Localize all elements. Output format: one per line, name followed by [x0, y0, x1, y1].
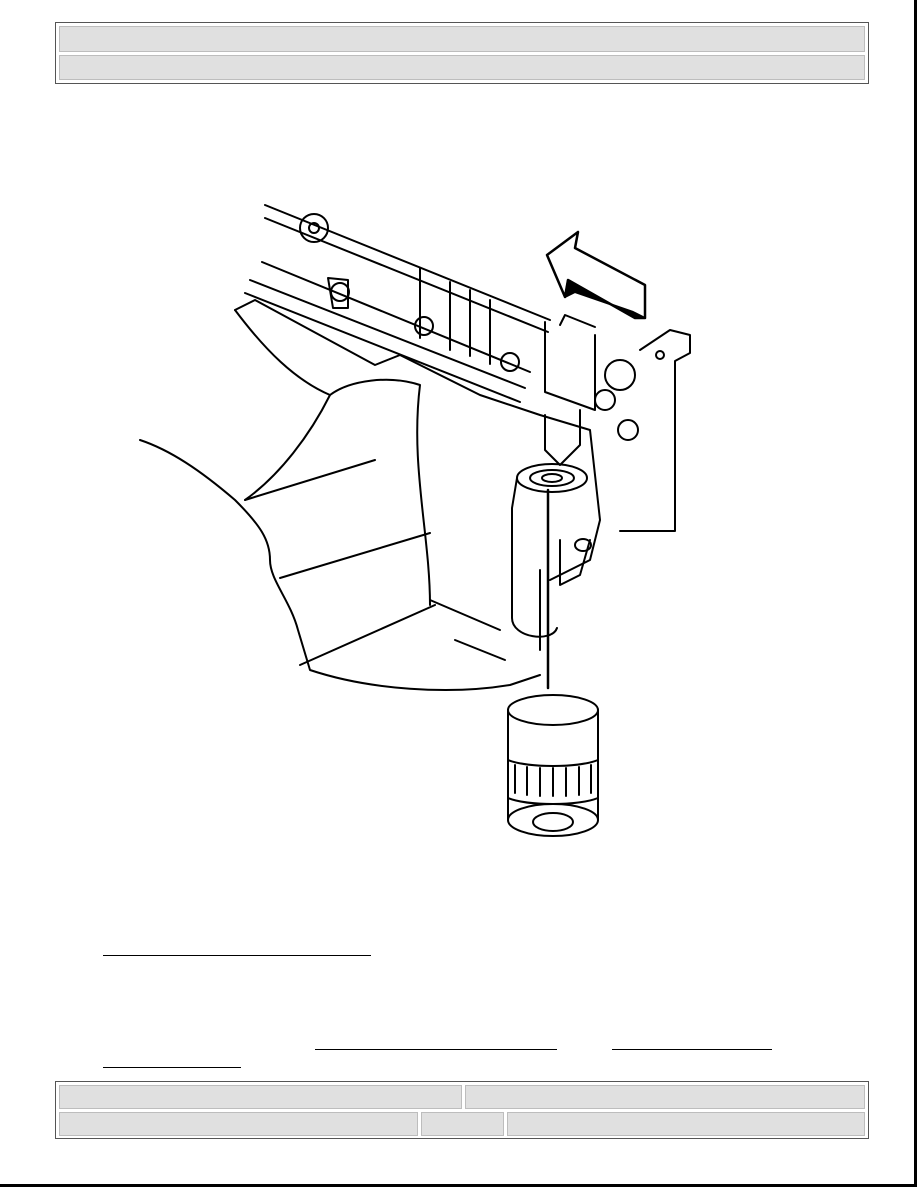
reference-link-2[interactable]	[315, 1034, 557, 1050]
oil-filter-illustration	[130, 195, 710, 845]
reference-link-1[interactable]	[103, 940, 371, 956]
reference-link-3[interactable]	[612, 1034, 772, 1050]
reference-link-4[interactable]	[103, 1052, 241, 1068]
direction-arrow-icon	[545, 230, 647, 320]
footer-cell-2	[465, 1085, 865, 1109]
footer-cell-4	[421, 1112, 504, 1136]
footer-cell-1	[59, 1085, 462, 1109]
oil-filter-icon	[507, 694, 599, 837]
header-subtitle	[59, 55, 865, 80]
footer-cell-3	[59, 1112, 418, 1136]
engine-block-icon	[139, 204, 691, 691]
document-header	[55, 22, 869, 84]
footer-cell-5	[507, 1112, 865, 1136]
header-title	[59, 26, 865, 52]
document-footer	[55, 1081, 869, 1139]
